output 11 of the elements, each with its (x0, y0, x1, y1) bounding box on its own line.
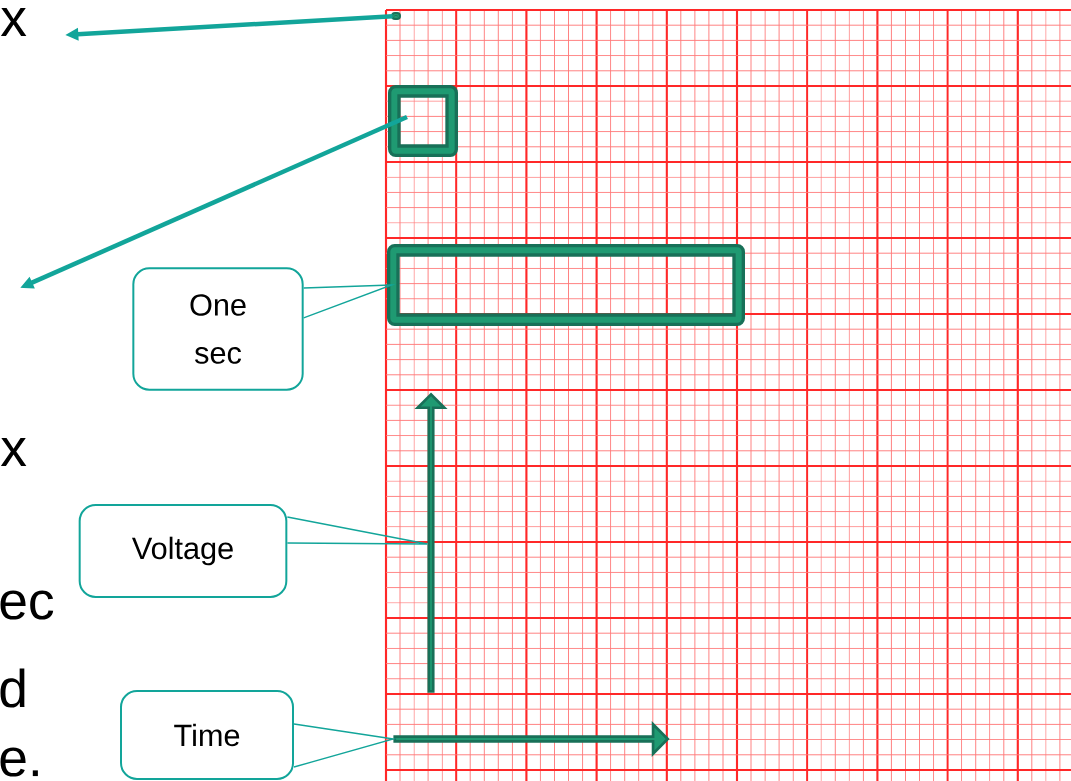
callout-box: Voltage (78, 504, 288, 598)
highlight-box (387, 244, 745, 326)
text-fragment: x (0, 7, 27, 37)
highlight-box (391, 12, 401, 20)
text-fragment: ec (0, 590, 54, 620)
text-fragment: e. (0, 747, 38, 777)
text-fragment: x (0, 437, 27, 467)
highlight-box (388, 85, 458, 157)
callout-box: One sec (132, 267, 304, 391)
callout-box: Time (120, 690, 294, 780)
text-fragment: d (0, 668, 25, 708)
